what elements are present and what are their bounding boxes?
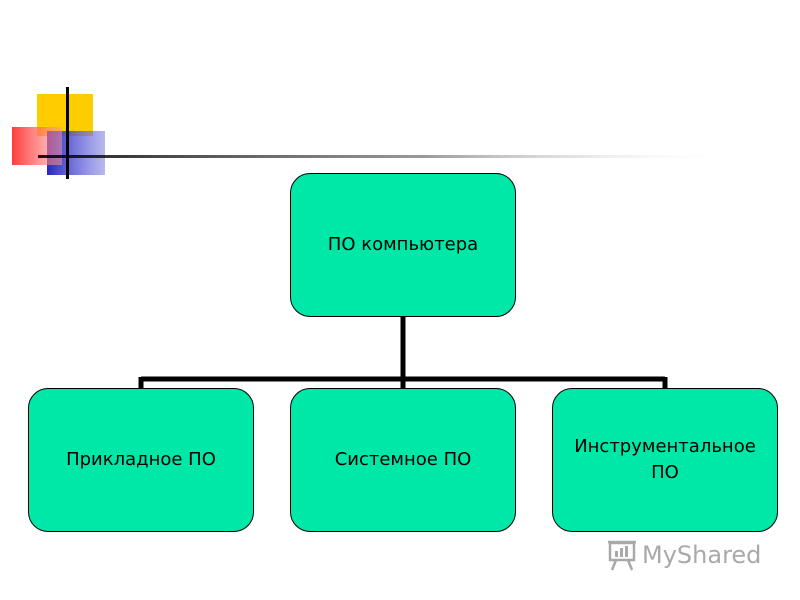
presentation-board-icon xyxy=(608,540,636,571)
deco-vertical-line xyxy=(66,87,69,179)
watermark-text: MyShared xyxy=(642,541,762,569)
watermark: MyShared xyxy=(606,538,761,572)
node-child-system: Системное ПО xyxy=(290,388,516,532)
slide-decoration xyxy=(12,87,738,179)
node-child-tools-label: Инструментальное ПО xyxy=(574,436,756,483)
node-child-system-label: Системное ПО xyxy=(334,449,472,470)
node-root-label: ПО компьютера xyxy=(327,234,479,255)
deco-horizontal-line xyxy=(38,155,738,158)
deco-red-square xyxy=(12,127,62,165)
node-child-applied-label: Прикладное ПО xyxy=(66,449,216,470)
node-root: ПО компьютера xyxy=(290,173,516,317)
node-child-tools: Инструментальное ПО xyxy=(552,388,778,532)
node-child-applied: Прикладное ПО xyxy=(28,388,254,532)
